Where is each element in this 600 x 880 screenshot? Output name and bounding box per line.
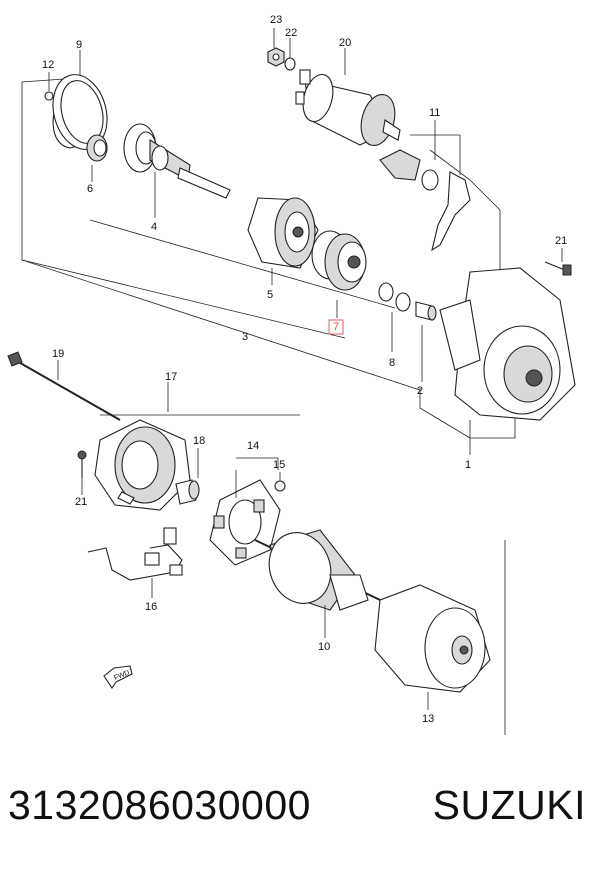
callout-9: 9 <box>76 39 82 51</box>
callout-4: 4 <box>151 221 157 233</box>
part-10-armature <box>254 529 381 638</box>
footer <box>0 735 600 880</box>
part-20-solenoid <box>295 48 401 147</box>
starter-motor-exploded-diagram: FWD 23 22 20 9 12 11 6 4 21 5 7 3 8 2 19… <box>7 14 576 735</box>
callout-2: 2 <box>417 385 423 397</box>
callout-20: 20 <box>339 37 351 49</box>
part-23-nut <box>267 28 285 67</box>
brand-name: SUZUKI <box>432 782 586 828</box>
callout-6: 6 <box>87 183 93 195</box>
callout-labels: 23 22 20 9 12 11 6 4 21 5 7 3 8 2 19 17 … <box>42 14 567 725</box>
part-13-yoke <box>374 584 491 710</box>
callout-8: 8 <box>389 357 395 369</box>
part-17-end-plate <box>94 382 191 511</box>
part-number: 3132086030000 <box>8 782 311 828</box>
part-1-front-housing <box>439 267 576 455</box>
part-21-screw-lower <box>77 450 87 495</box>
part-4-pinion-shaft <box>123 123 231 218</box>
part-22-washer <box>284 38 296 71</box>
callout-11: 11 <box>429 107 440 119</box>
callout-3: 3 <box>242 331 248 343</box>
callout-19: 19 <box>52 348 64 360</box>
part-11-plunger-lever <box>379 120 471 252</box>
callout-18: 18 <box>193 435 205 447</box>
callout-17: 17 <box>165 371 177 383</box>
fwd-arrow: FWD <box>103 665 133 689</box>
part-7-pinion-gear <box>311 230 367 318</box>
part-16-lead-wire <box>87 527 183 598</box>
part-21-bolt-top <box>544 248 572 276</box>
callout-22: 22 <box>285 27 297 39</box>
part-18-bushing <box>175 448 200 505</box>
callout-21-lower: 21 <box>75 496 87 508</box>
part-2-bush <box>415 301 437 382</box>
callout-7: 7 <box>333 321 339 333</box>
callout-5: 5 <box>267 289 273 301</box>
part-19-through-bolt <box>7 351 121 421</box>
callout-12: 12 <box>42 59 54 71</box>
callout-16: 16 <box>145 601 157 613</box>
part-15-spring <box>274 472 286 492</box>
callout-21-top: 21 <box>555 235 567 247</box>
callout-13: 13 <box>422 713 434 725</box>
callout-1: 1 <box>465 459 471 471</box>
callout-15: 15 <box>273 459 285 471</box>
callout-10: 10 <box>318 641 330 653</box>
callout-23: 23 <box>270 14 282 26</box>
callout-14: 14 <box>247 440 259 452</box>
part-6-bearing <box>86 134 108 182</box>
callout-7-highlight <box>328 319 344 335</box>
part-8-stop-ring <box>378 282 411 352</box>
part-5-clutch <box>247 197 319 285</box>
part-14-brush-plate <box>209 457 281 566</box>
group-frame-lines <box>21 77 516 735</box>
part-12-pin <box>44 72 54 101</box>
